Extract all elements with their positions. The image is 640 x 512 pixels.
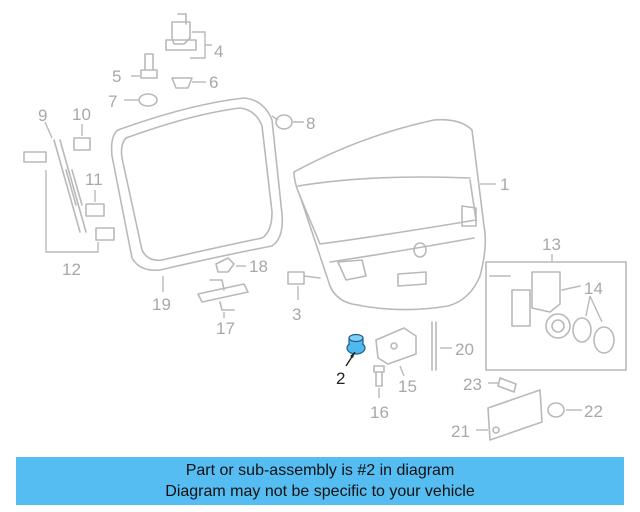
callout-7[interactable]: 7 [108,92,117,111]
nut-part-22[interactable] [547,402,582,418]
liftgate-part-1[interactable] [293,118,496,311]
latch-bracket-part-15[interactable] [375,327,417,377]
callout-8[interactable]: 8 [306,114,315,133]
gas-strut-part-9[interactable] [23,121,115,253]
callout-16[interactable]: 16 [370,403,389,422]
callout-19[interactable]: 19 [152,295,171,314]
lock-assembly-part-13[interactable] [485,254,627,371]
info-banner: Part or sub-assembly is #2 in diagram Di… [16,457,624,505]
screw-part-23[interactable] [488,377,517,393]
bracket-part-10[interactable] [73,124,91,151]
plate-part-21[interactable] [476,389,543,441]
rod-part-20[interactable] [431,321,452,371]
bracket-part-17[interactable] [197,279,249,318]
callout-1[interactable]: 1 [500,175,509,194]
bumper-part-11[interactable] [85,190,105,217]
callout-5[interactable]: 5 [112,67,121,86]
callout-9[interactable]: 9 [38,106,47,125]
callout-13[interactable]: 13 [542,235,561,254]
callout-17[interactable]: 17 [216,319,235,338]
parts-diagram: 4 5 6 7 8 9 12 10 11 [23,13,627,441]
bolt-part-5[interactable] [131,53,158,79]
clip-part-6[interactable] [171,77,206,89]
bolt-part-16[interactable] [373,365,385,398]
callout-3[interactable]: 3 [292,305,301,324]
bolt-part-3[interactable] [287,271,321,300]
callout-4[interactable]: 4 [214,42,223,61]
banner-line-part: Part or sub-assembly is #2 in diagram [185,462,455,479]
banner-line-disclaimer: Diagram may not be specific to your vehi… [165,483,475,500]
callout-12[interactable]: 12 [62,260,81,279]
weatherstrip-part-19[interactable] [110,97,284,292]
callout-21[interactable]: 21 [451,422,470,441]
clip-part-18[interactable] [215,257,246,273]
highlighted-nut-part-2[interactable] [345,333,366,367]
callout-22[interactable]: 22 [584,402,603,421]
callout-18[interactable]: 18 [249,257,268,276]
hinge-part-4[interactable] [165,13,212,59]
grommet-part-8[interactable] [271,114,304,130]
callout-14[interactable]: 14 [584,279,603,298]
callout-10[interactable]: 10 [72,105,91,124]
callout-11[interactable]: 11 [85,170,103,189]
callout-6[interactable]: 6 [209,73,218,92]
callout-15[interactable]: 15 [398,377,417,396]
callout-2[interactable]: 2 [336,369,345,388]
callout-23[interactable]: 23 [463,375,482,394]
callout-20[interactable]: 20 [455,340,474,359]
nut-part-7[interactable] [124,93,158,107]
